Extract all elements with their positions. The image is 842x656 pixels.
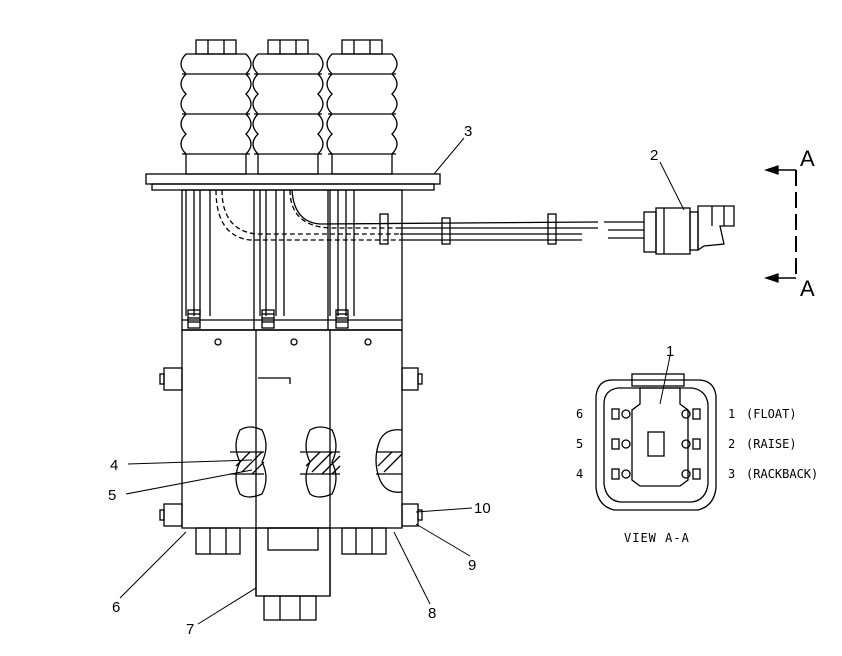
callout-1: 1 — [666, 343, 674, 360]
callout-8: 8 — [428, 605, 436, 622]
tie-rod-nuts — [159, 367, 423, 527]
pin-6-label: 6 — [576, 407, 583, 421]
pin-legend: 6 5 4 1 (FLOAT) 2 (RAISE) 3 (RACKBACK) V… — [576, 407, 818, 545]
harness-connector — [643, 205, 735, 255]
callout-6: 6 — [112, 599, 120, 616]
solenoid-housing — [181, 189, 403, 331]
section-line — [763, 165, 797, 283]
pin-1-label: 1 — [728, 407, 735, 421]
pin-5-label: 5 — [576, 437, 583, 451]
boot-caps — [195, 39, 383, 55]
wire-harness — [291, 189, 644, 245]
callout-2: 2 — [650, 147, 658, 164]
pin-2-function: (RAISE) — [746, 437, 797, 451]
mounting-plate — [145, 173, 441, 191]
pin-3-label: 3 — [728, 467, 735, 481]
callout-10: 10 — [474, 500, 491, 517]
view-label: VIEW A-A — [624, 531, 690, 545]
connector-face-view — [595, 373, 717, 511]
callout-7: 7 — [186, 621, 194, 638]
section-mark-bottom: A — [800, 276, 815, 301]
pin-4-label: 4 — [576, 467, 583, 481]
callout-5: 5 — [108, 487, 116, 504]
pin-1-function: (FLOAT) — [746, 407, 797, 421]
leader-lines — [119, 137, 685, 625]
pin-2-label: 2 — [728, 437, 735, 451]
callout-labels: 1 2 3 4 5 6 7 8 9 10 A A — [108, 123, 815, 638]
bellows-boots — [180, 53, 398, 175]
internal-wiring — [215, 189, 400, 241]
section-mark-top: A — [800, 146, 815, 171]
callout-4: 4 — [110, 457, 118, 474]
callout-3: 3 — [464, 123, 472, 140]
pin-3-function: (RACKBACK) — [746, 467, 818, 481]
callout-9: 9 — [468, 557, 476, 574]
valve-body — [181, 329, 403, 621]
